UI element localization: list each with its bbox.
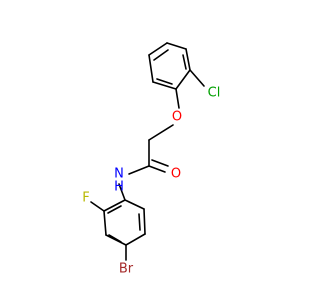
bond xyxy=(148,54,154,83)
ether-oxygen-atom-label: O xyxy=(172,110,182,125)
bond xyxy=(128,165,150,175)
bromofluorophenyl-ring xyxy=(90,199,146,261)
bond xyxy=(125,233,146,246)
bond xyxy=(118,183,126,201)
amide-hydrogen-label: H xyxy=(114,180,124,195)
side-chain xyxy=(118,69,205,201)
chlorophenyl-ring xyxy=(148,42,191,90)
molecule-structure: Cl O O N H F Br xyxy=(82,42,221,277)
bond xyxy=(90,201,105,212)
bond xyxy=(189,69,205,87)
bond xyxy=(107,205,122,214)
chlorine-atom-label: Cl xyxy=(208,86,221,101)
nitrogen-atom-label: N xyxy=(114,167,124,182)
bond xyxy=(103,199,126,212)
bond xyxy=(156,78,173,85)
bond xyxy=(138,213,141,231)
bond xyxy=(175,69,191,90)
bond xyxy=(151,159,169,167)
bond xyxy=(148,42,168,56)
bromine-atom-label: Br xyxy=(119,262,134,277)
bond xyxy=(124,199,145,210)
bond xyxy=(153,49,169,61)
bond xyxy=(166,42,187,50)
bond xyxy=(182,54,187,70)
bond xyxy=(175,88,180,109)
bond xyxy=(185,48,191,71)
bond xyxy=(103,210,107,236)
bond xyxy=(108,234,122,243)
bond xyxy=(152,81,177,90)
bond xyxy=(148,124,174,141)
structure-canvas: Cl O O N H F Br xyxy=(82,42,221,277)
bond xyxy=(148,165,166,173)
carbonyl-oxygen-atom-label: O xyxy=(171,167,181,182)
bond xyxy=(143,208,146,235)
fluorine-atom-label: F xyxy=(82,191,89,206)
